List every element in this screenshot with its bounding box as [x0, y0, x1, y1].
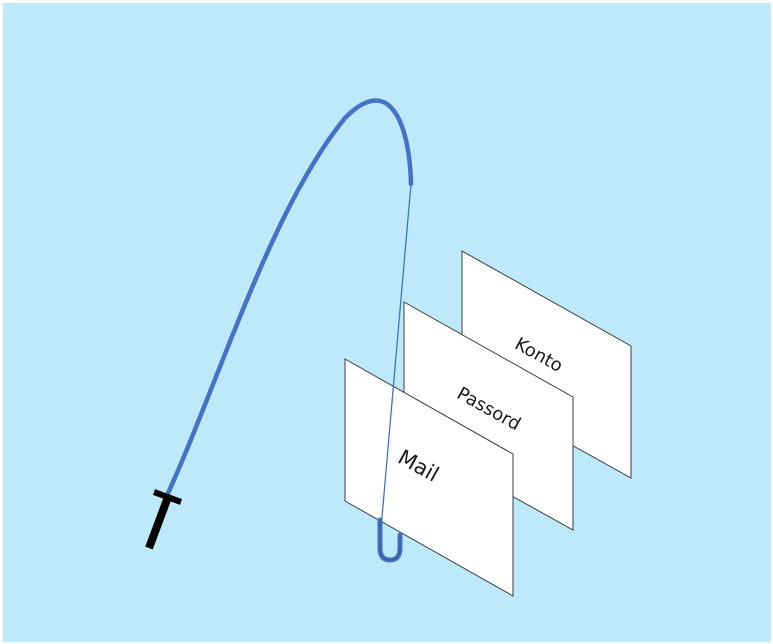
- background-panel: [3, 3, 771, 642]
- card-mail: Mail: [344, 358, 514, 597]
- card-mail-panel: [344, 358, 514, 597]
- fishing-rod-icon: [162, 98, 414, 503]
- card-passord-panel: [403, 301, 574, 531]
- fishing-line-icon: [379, 183, 412, 541]
- card-konto: Konto: [461, 250, 632, 479]
- hook-inner-icon: [379, 519, 401, 561]
- rod-handle-icon: [145, 489, 183, 550]
